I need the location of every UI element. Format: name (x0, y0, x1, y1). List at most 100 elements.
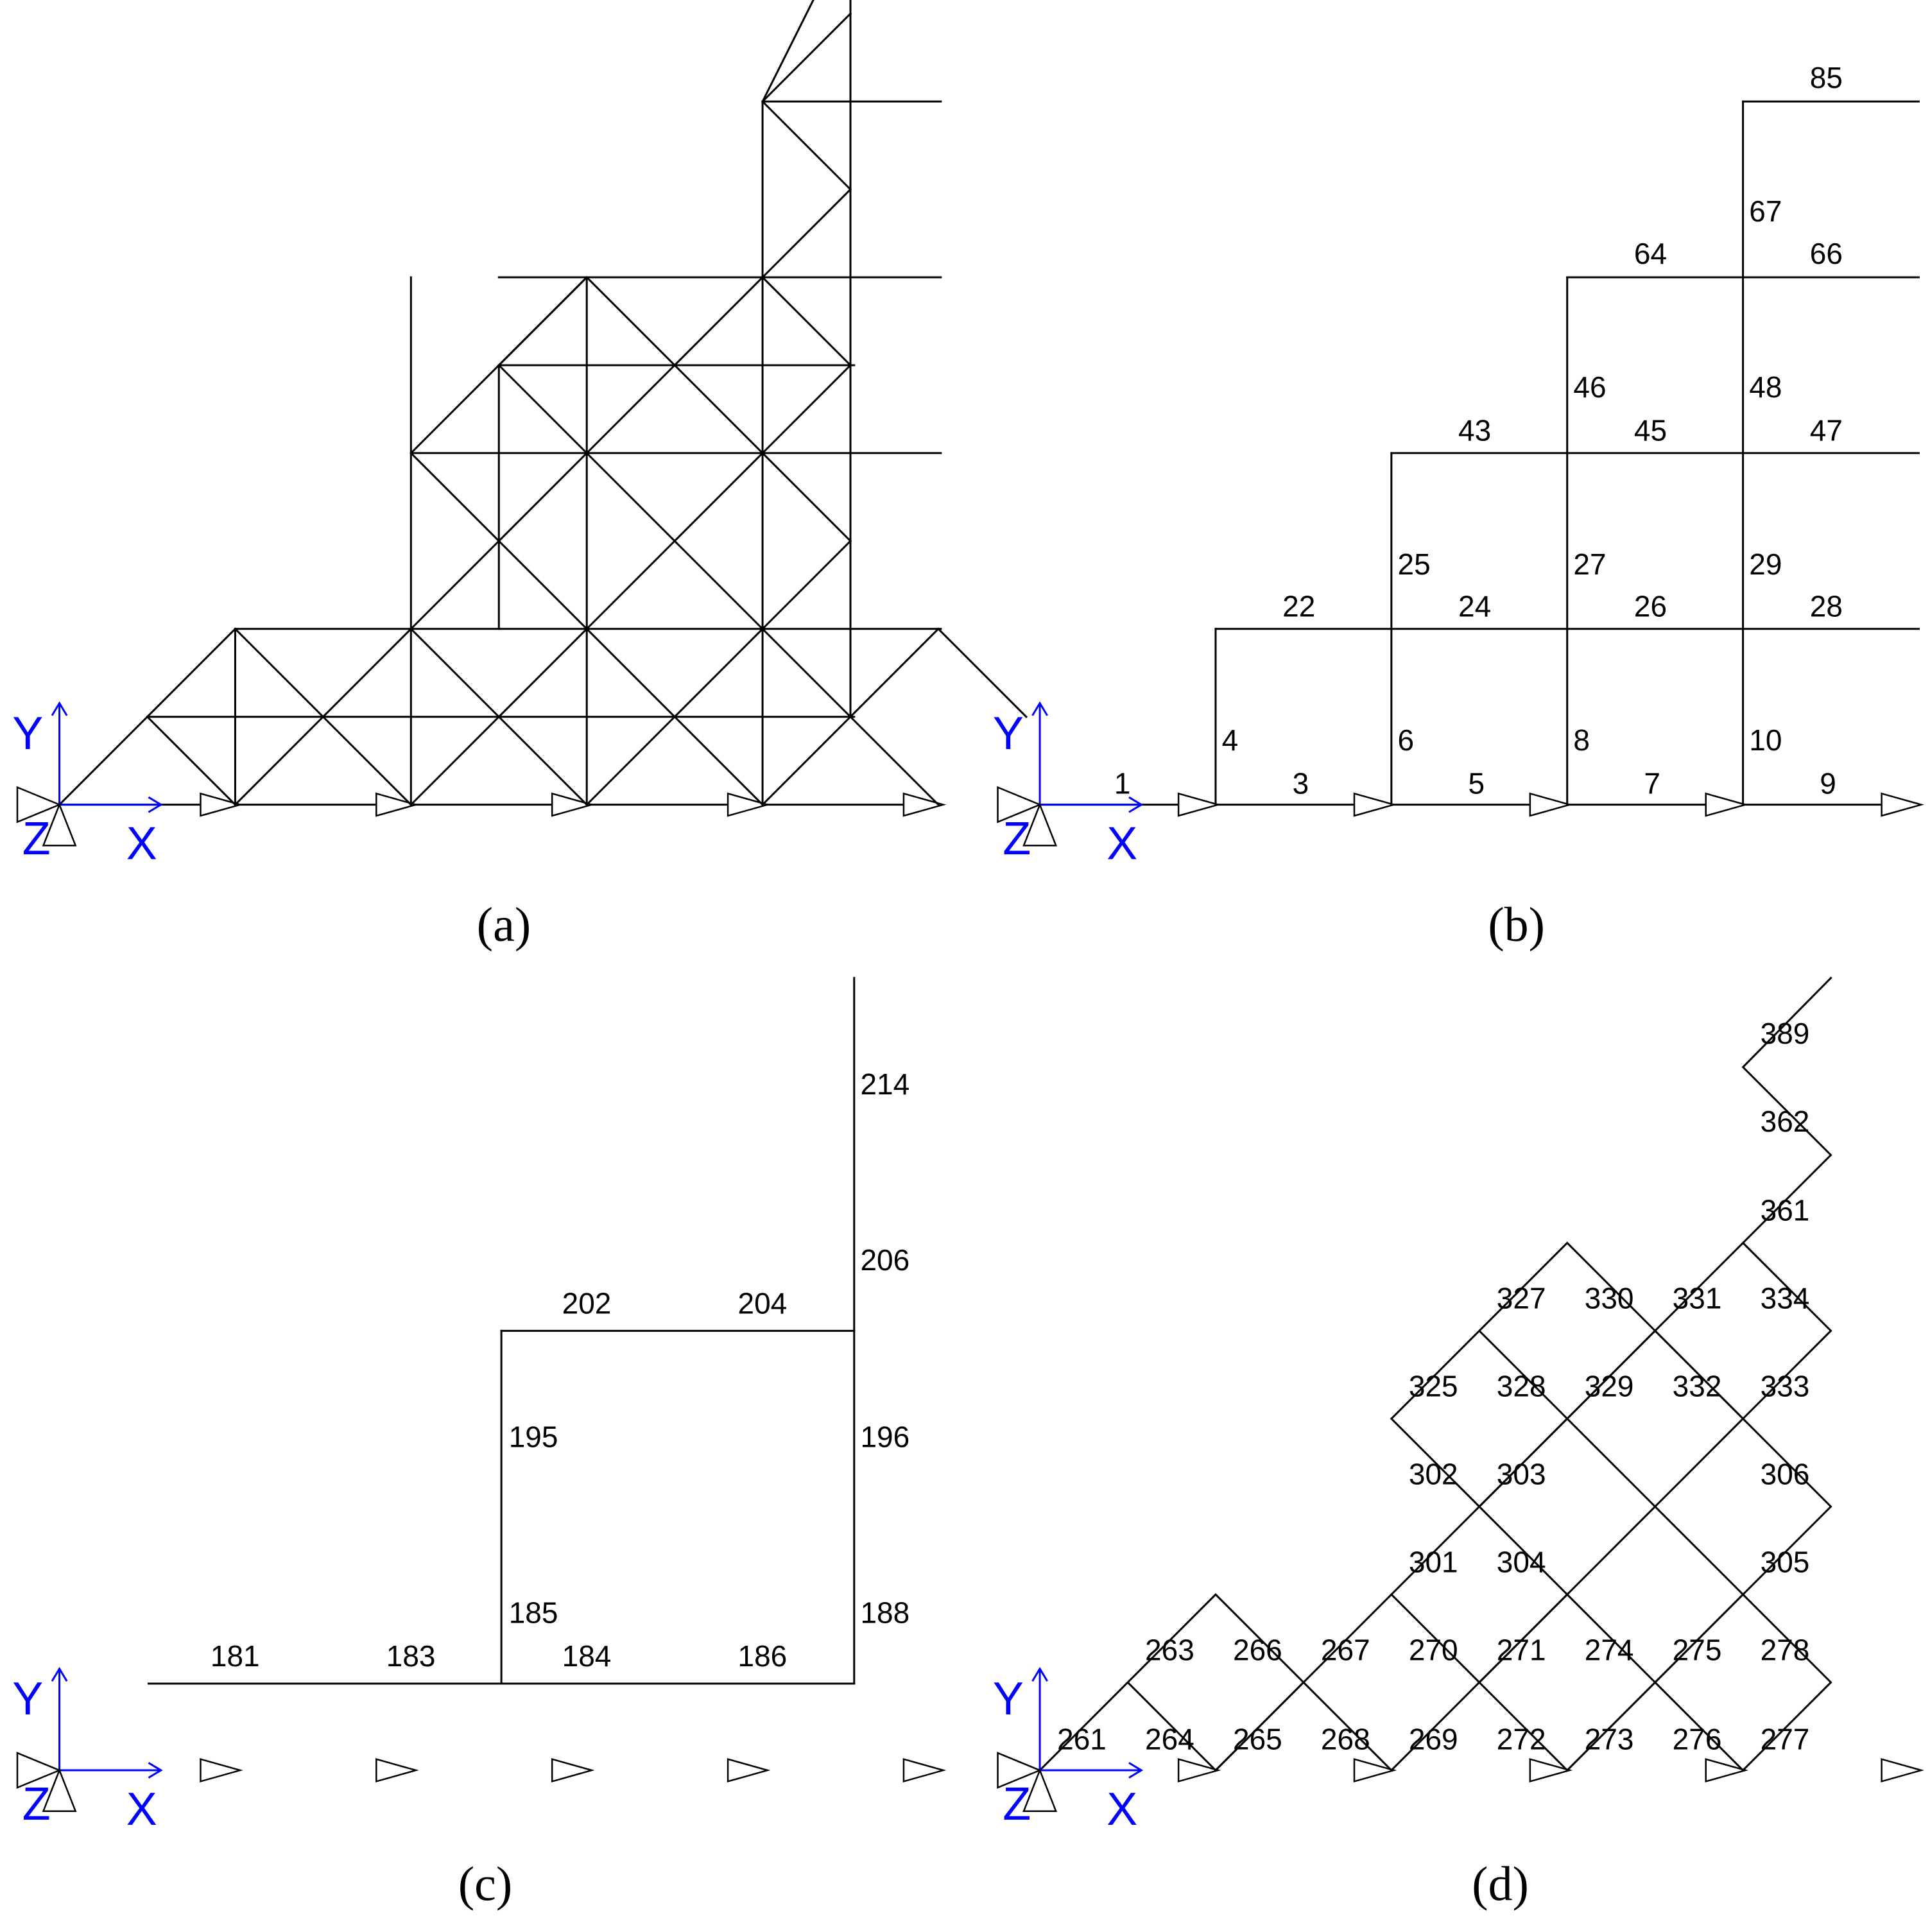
frame-member (409, 539, 852, 630)
panel-caption: (a) (477, 898, 531, 952)
pin-support-icon (200, 792, 243, 817)
z-axis-label: Z (1003, 813, 1031, 865)
element-number-label: 3 (1293, 766, 1309, 800)
element-number-label: 8 (1573, 723, 1590, 757)
panel-caption: (b) (1488, 898, 1545, 952)
y-axis-label: Y (12, 708, 43, 759)
element-number-label: 85 (1810, 61, 1843, 94)
pin-support-icon (1353, 1758, 1397, 1783)
pin-support-icon (375, 792, 419, 817)
element-number-label: 265 (1233, 1722, 1282, 1755)
pin-support-icon (727, 792, 771, 817)
frame-member (1390, 1417, 1569, 1508)
pin-support-icon (1705, 1758, 1749, 1783)
element-number-label: 304 (1497, 1545, 1546, 1578)
element-number-label: 325 (1409, 1370, 1458, 1403)
element-number-label: 305 (1761, 1545, 1810, 1578)
element-number-label: 181 (211, 1639, 260, 1673)
element-number-label: 327 (1497, 1282, 1546, 1315)
element-number-label: 266 (1233, 1633, 1282, 1666)
coordinate-axes: X Y Z (12, 701, 163, 870)
element-number-label: 184 (562, 1639, 612, 1673)
frame-member (409, 363, 852, 455)
element-number-label: 361 (1761, 1194, 1810, 1227)
pin-support-icon (1881, 1758, 1924, 1783)
element-number-label: 46 (1573, 370, 1606, 404)
element-number-label: 261 (1057, 1722, 1107, 1755)
frame-member (761, 715, 940, 806)
frame-member (234, 715, 413, 806)
element-number-label: 277 (1761, 1722, 1810, 1755)
element-number-label: 45 (1634, 414, 1667, 447)
x-arrowhead-icon (1128, 796, 1144, 813)
origin-support-icon (42, 802, 77, 847)
frame-member (761, 100, 852, 279)
pin-support-icon (1353, 792, 1397, 817)
frame-member (761, 0, 814, 103)
frame-member (1565, 1329, 1745, 1420)
element-number-label: 9 (1820, 766, 1836, 800)
element-number-label: 185 (509, 1596, 558, 1630)
pin-support-icon (902, 1758, 947, 1783)
origin-support-icon (42, 1768, 77, 1812)
pin-support-icon (1177, 1758, 1221, 1783)
element-number-label: 274 (1585, 1633, 1634, 1666)
element-number-label: 1 (1114, 766, 1131, 800)
origin-support-icon (16, 1752, 62, 1789)
pin-support-icon (727, 1758, 771, 1783)
frame-member (409, 715, 589, 806)
frame-member (849, 627, 1028, 718)
frame-member (585, 715, 764, 806)
frame-member (1302, 1593, 1569, 1684)
frame-member (1741, 976, 1832, 1245)
y-axis-label: Y (12, 1673, 43, 1725)
element-number-label: 6 (1398, 723, 1415, 757)
element-number-label: 66 (1810, 237, 1843, 270)
pin-support-icon (902, 792, 947, 817)
element-number-label: 47 (1810, 414, 1843, 447)
element-number-label: 362 (1761, 1105, 1810, 1138)
element-number-label: 333 (1761, 1370, 1810, 1403)
element-number-label: 29 (1749, 548, 1782, 581)
element-number-label: 264 (1145, 1722, 1194, 1755)
pin-support-icon (200, 1758, 243, 1783)
element-number-label: 196 (860, 1420, 909, 1454)
z-axis-label: Z (22, 813, 51, 865)
element-number-label: 275 (1673, 1633, 1722, 1666)
element-number-label: 204 (738, 1286, 788, 1320)
element-number-label: 64 (1634, 237, 1667, 270)
element-number-label: 188 (860, 1596, 909, 1630)
element-number-label: 269 (1409, 1722, 1458, 1755)
element-number-label: 273 (1585, 1722, 1634, 1755)
panel-caption: (c) (458, 1858, 512, 1911)
coordinate-axes: XYZ (993, 1666, 1144, 1835)
pin-support-icon (1177, 792, 1221, 817)
coordinate-axes: XYZ (12, 1666, 163, 1835)
x-arrowhead-icon (148, 796, 163, 813)
element-number-label: 328 (1497, 1370, 1546, 1403)
element-number-label: 7 (1644, 766, 1660, 800)
element-number-label: 331 (1673, 1282, 1722, 1315)
y-arrowhead-icon (51, 1666, 68, 1682)
x-axis-label: X (126, 818, 157, 870)
element-number-label: 186 (738, 1639, 788, 1673)
element-number-label: 48 (1749, 370, 1782, 404)
element-number-label: 329 (1585, 1370, 1634, 1403)
element-number-label: 183 (386, 1639, 436, 1673)
y-axis-label: Y (993, 1673, 1024, 1725)
element-number-label: 5 (1468, 766, 1485, 800)
element-number-label: 330 (1585, 1282, 1634, 1315)
x-axis-label: X (1107, 1784, 1137, 1835)
element-number-label: 301 (1409, 1545, 1458, 1578)
element-number-label: 67 (1749, 194, 1782, 228)
element-number-label: 306 (1761, 1458, 1810, 1491)
element-number-label: 332 (1673, 1370, 1722, 1403)
frame-member (761, 12, 852, 103)
element-number-label: 26 (1634, 589, 1667, 623)
frame-member (409, 451, 589, 542)
frame-member (497, 275, 852, 367)
